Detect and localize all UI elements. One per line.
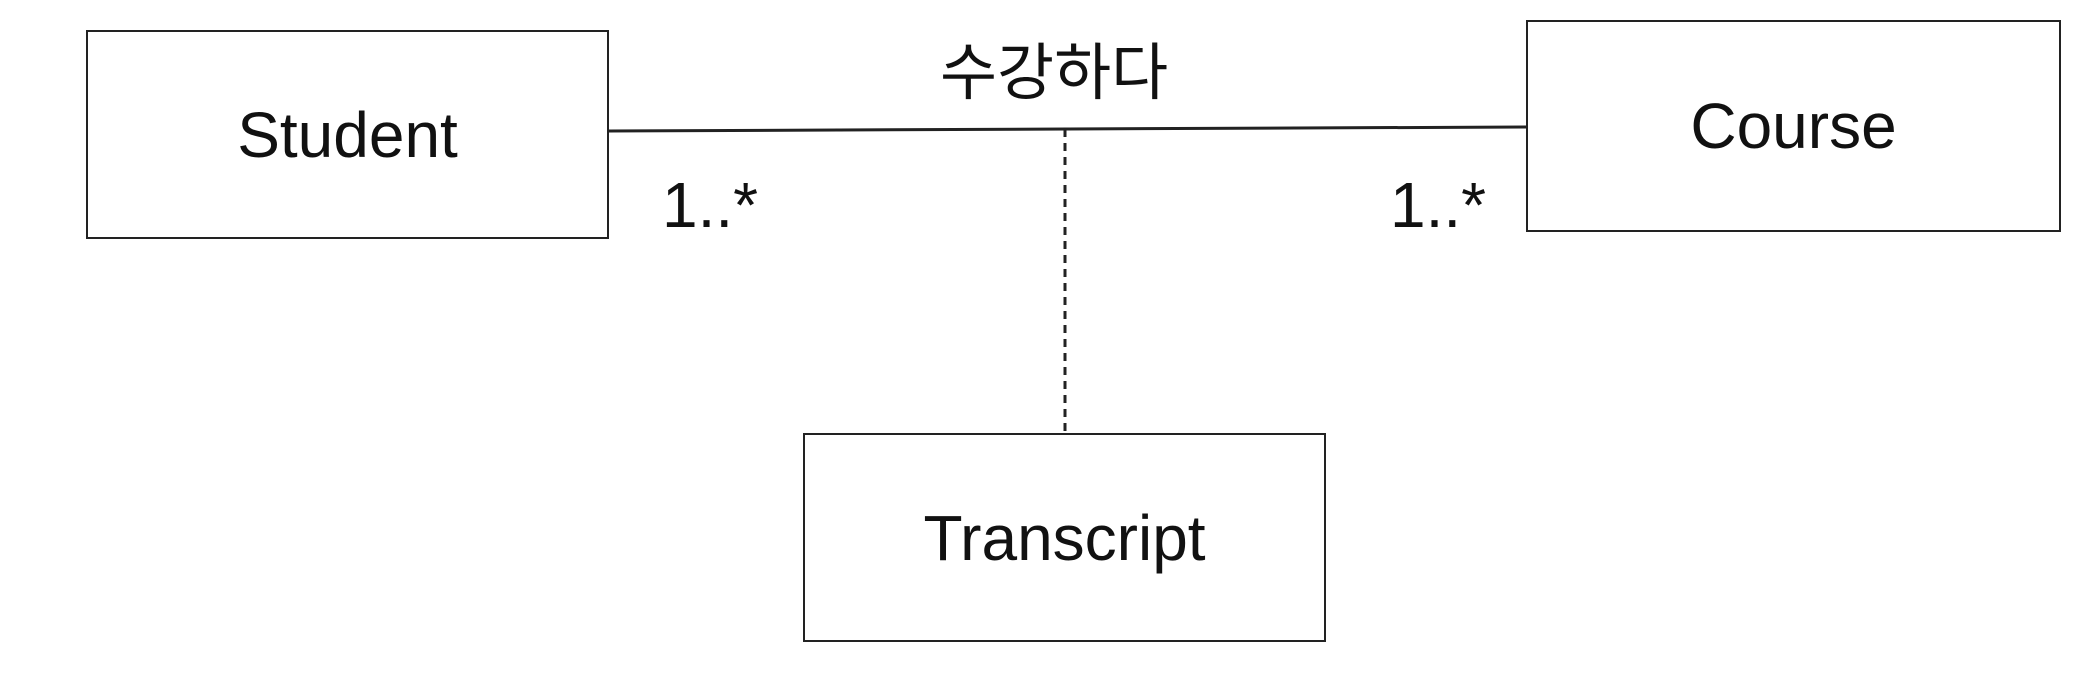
association-line <box>608 125 1527 133</box>
student-multiplicity: 1..* <box>662 169 759 241</box>
transcript-class-name: Transcript <box>923 501 1206 574</box>
student-class-box: Student <box>86 30 609 239</box>
course-class-name: Course <box>1690 90 1897 162</box>
student-class-name: Student <box>237 98 458 171</box>
course-multiplicity: 1..* <box>1390 169 1487 241</box>
course-class-box: Course <box>1526 20 2061 232</box>
association-label: 수강하다 <box>940 36 1169 109</box>
transcript-class-box: Transcript <box>803 433 1326 642</box>
